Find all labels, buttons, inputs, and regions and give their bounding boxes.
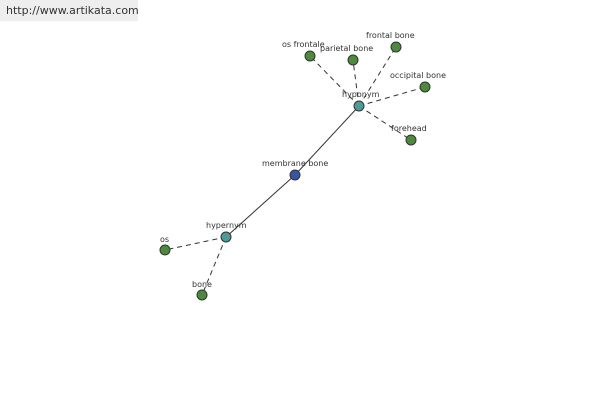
node-label-hypernym: hypernym	[206, 221, 247, 230]
edge-hyponym-to-occipital-bone	[358, 86, 426, 107]
node-dot-membrane-bone[interactable]	[289, 169, 301, 181]
node-label-frontal-bone: frontal bone	[366, 31, 415, 40]
node-label-bone: bone	[192, 280, 212, 289]
node-dot-bone[interactable]	[196, 289, 208, 301]
node-dot-parietal-bone[interactable]	[347, 54, 359, 66]
edge-hypernym-to-os	[164, 236, 227, 251]
edge-hyponym-to-forehead	[358, 105, 412, 141]
node-frontal-bone[interactable]: frontal bone	[366, 31, 415, 53]
node-dot-hyponym[interactable]	[353, 100, 365, 112]
edge-hyponym-to-os-frontale	[309, 55, 360, 107]
node-label-parietal-bone: parietal bone	[320, 44, 373, 53]
node-hypernym[interactable]: hypernym	[206, 221, 247, 243]
node-label-hyponym: hyponym	[342, 90, 380, 99]
node-dot-occipital-bone[interactable]	[419, 81, 431, 93]
edge-hypernym-to-bone	[201, 236, 227, 296]
node-label-forehead: forehead	[391, 124, 427, 133]
node-membrane-bone[interactable]: membrane bone	[262, 159, 328, 181]
node-dot-os[interactable]	[159, 244, 171, 256]
watermark-url: http://www.artikata.com	[0, 0, 139, 21]
node-hyponym[interactable]: hyponym	[342, 90, 380, 112]
node-os-frontale[interactable]: os frontale	[282, 40, 325, 62]
edge-membrane-bone-to-hyponym	[294, 105, 360, 176]
edge-membrane-bone-to-hypernym	[225, 174, 296, 238]
nodes-layer: membrane bone hyponym hypernym os frontalep…	[159, 31, 446, 301]
node-label-occipital-bone: occipital bone	[390, 71, 446, 80]
node-dot-hypernym[interactable]	[220, 231, 232, 243]
node-os[interactable]: os	[159, 235, 171, 256]
node-dot-os-frontale[interactable]	[304, 50, 316, 62]
node-dot-forehead[interactable]	[405, 134, 417, 146]
node-parietal-bone[interactable]: parietal bone	[320, 44, 373, 66]
node-label-os-frontale: os frontale	[282, 40, 325, 49]
edges-layer	[164, 46, 426, 296]
edge-hyponym-to-frontal-bone	[358, 46, 397, 107]
node-bone[interactable]: bone	[192, 280, 212, 301]
edge-hyponym-to-parietal-bone	[352, 59, 360, 107]
node-label-os: os	[160, 235, 169, 244]
node-label-membrane-bone: membrane bone	[262, 159, 328, 168]
node-occipital-bone[interactable]: occipital bone	[390, 71, 446, 93]
node-dot-frontal-bone[interactable]	[390, 41, 402, 53]
node-forehead[interactable]: forehead	[391, 124, 427, 146]
